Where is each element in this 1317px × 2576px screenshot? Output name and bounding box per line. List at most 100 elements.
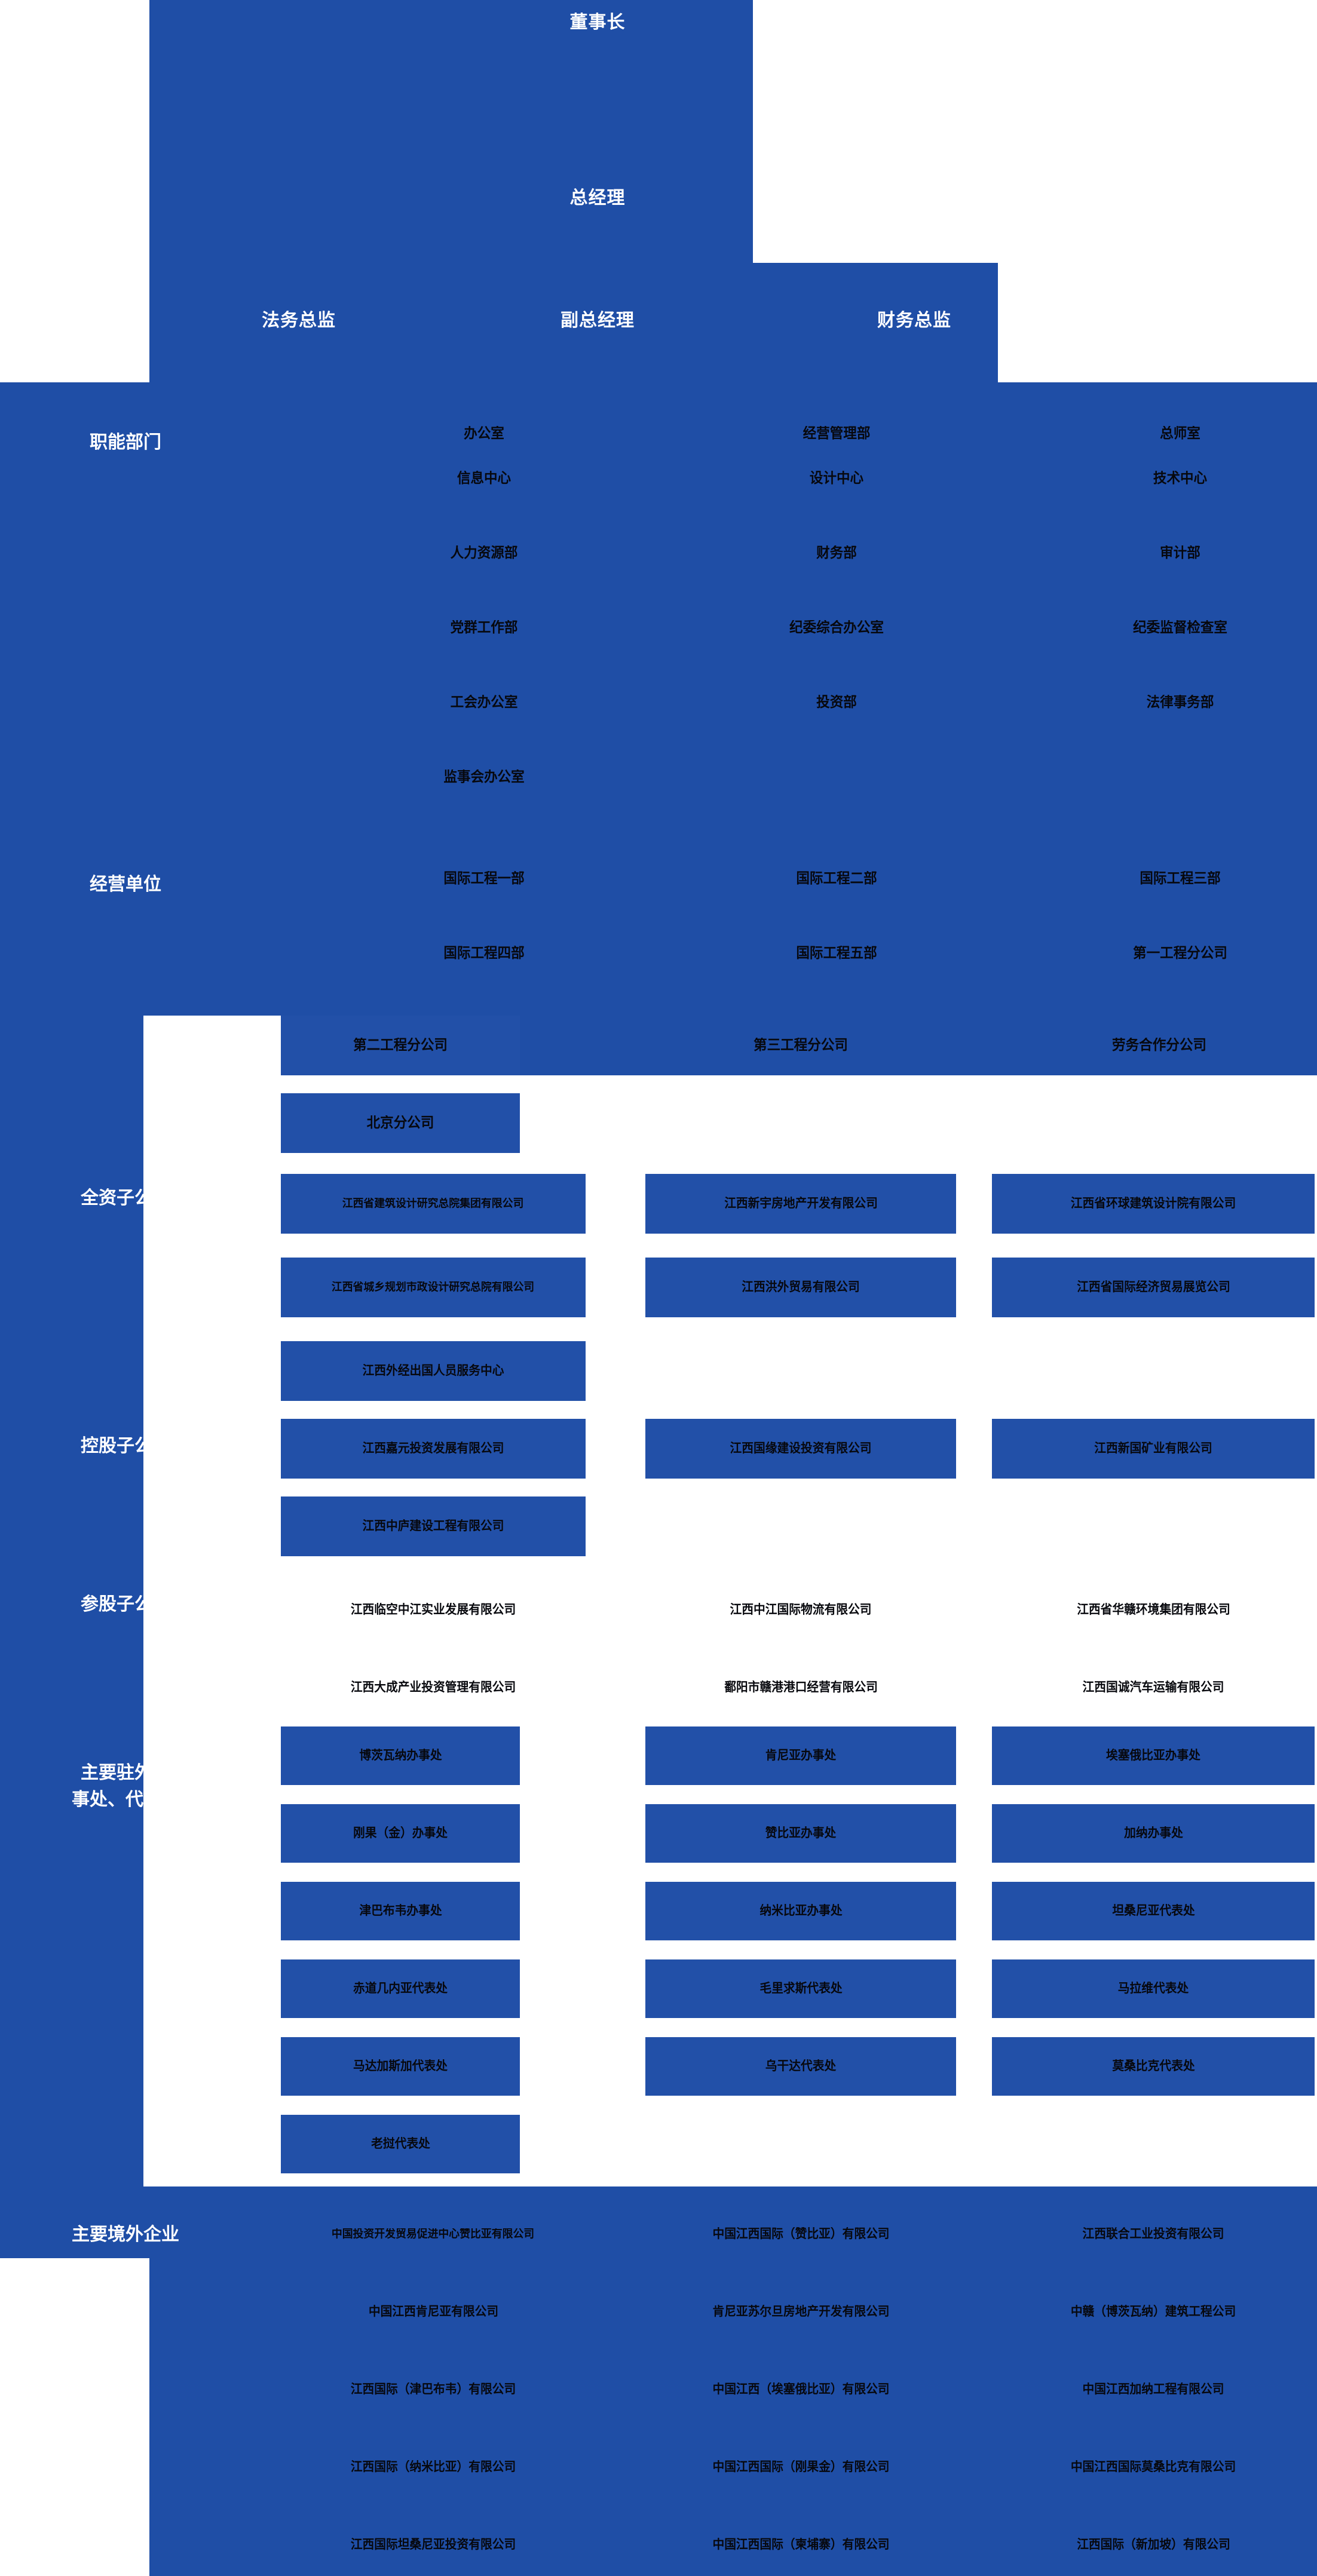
node-office-c3-r2[interactable]: 加纳办事处	[992, 1804, 1315, 1863]
node-wholly-c1-r2[interactable]: 江西省城乡规划市政设计研究总院有限公司	[281, 1258, 586, 1317]
node-label: 经营管理部	[803, 425, 871, 441]
node-functional-c2-r5[interactable]: 投资部	[705, 687, 968, 718]
node-equity-c2-r1[interactable]: 江西中江国际物流有限公司	[645, 1580, 956, 1640]
node-functional-c1-r1[interactable]: 办公室	[370, 418, 598, 449]
node-label: 莫桑比克代表处	[1111, 2059, 1195, 2074]
node-enterprise-c3-r3[interactable]: 中国江西加纳工程有限公司	[992, 2360, 1315, 2419]
node-label: 人力资源部	[450, 545, 518, 561]
node-business-c1-r1[interactable]: 国际工程一部	[370, 863, 598, 894]
node-label: 肯尼亚办事处	[765, 1749, 837, 1763]
row-label-overseas-offices-line1: 主要驻外办	[81, 1763, 170, 1783]
node-wholly-c1-r1[interactable]: 江西省建筑设计研究总院集团有限公司	[281, 1174, 586, 1234]
node-functional-c3-r2[interactable]: 技术中心	[1052, 463, 1309, 494]
node-functional-c3-r3[interactable]: 审计部	[1052, 538, 1309, 569]
node-enterprise-c2-r2[interactable]: 肯尼亚苏尔旦房地产开发有限公司	[645, 2282, 956, 2342]
node-label: 江西联合工业投资有限公司	[1082, 2227, 1224, 2241]
node-functional-c3-r1[interactable]: 总师室	[1052, 418, 1309, 449]
node-business-c2-r1[interactable]: 国际工程二部	[705, 863, 968, 894]
node-business-c3-r2[interactable]: 第一工程分公司	[1052, 938, 1309, 969]
node-functional-c3-r4[interactable]: 纪委监督检查室	[1052, 612, 1309, 643]
node-equity-c1-r1[interactable]: 江西临空中江实业发展有限公司	[281, 1580, 586, 1640]
node-enterprise-c1-r5[interactable]: 江西国际坦桑尼亚投资有限公司	[281, 2515, 586, 2575]
node-enterprise-c2-r5[interactable]: 中国江西国际（柬埔寨）有限公司	[645, 2515, 956, 2575]
node-wholly-c2-r2[interactable]: 江西洪外贸易有限公司	[645, 1258, 956, 1317]
node-label: 纳米比亚办事处	[759, 1904, 843, 1918]
row-label-equity-text: 参股子公司	[81, 1594, 170, 1614]
node-enterprise-c2-r1[interactable]: 中国江西国际（赞比亚）有限公司	[645, 2204, 956, 2264]
node-functional-c1-r5[interactable]: 工会办公室	[370, 687, 598, 718]
node-equity-c1-r2[interactable]: 江西大成产业投资管理有限公司	[281, 1658, 586, 1718]
node-functional-c1-r4[interactable]: 党群工作部	[370, 612, 598, 643]
node-functional-c1-r6[interactable]: 监事会办公室	[370, 762, 598, 793]
node-enterprise-c3-r2[interactable]: 中赣（博茨瓦纳）建筑工程公司	[992, 2282, 1315, 2342]
node-holding-c3-r1[interactable]: 江西新国矿业有限公司	[992, 1419, 1315, 1479]
node-office-c1-r3[interactable]: 津巴布韦办事处	[281, 1882, 520, 1940]
node-enterprise-c2-r3[interactable]: 中国江西（埃塞俄比亚）有限公司	[645, 2360, 956, 2419]
node-business-sub-r1-c3[interactable]: 劳务合作分公司	[1028, 1016, 1291, 1075]
node-office-c2-r4[interactable]: 毛里求斯代表处	[645, 1959, 956, 2018]
row-label-overseas-enterprises-text: 主要境外企业	[72, 2224, 179, 2244]
node-enterprise-c3-r4[interactable]: 中国江西国际莫桑比克有限公司	[992, 2437, 1315, 2497]
node-functional-c3-r5[interactable]: 法律事务部	[1052, 687, 1309, 718]
exec-general-manager: 总经理	[520, 179, 675, 213]
node-equity-c3-r2[interactable]: 江西国诚汽车运输有限公司	[992, 1658, 1315, 1718]
node-wholly-c3-r1[interactable]: 江西省环球建筑设计院有限公司	[992, 1174, 1315, 1234]
node-label: 中国江西国际（赞比亚）有限公司	[712, 2227, 890, 2241]
node-holding-c2-r1[interactable]: 江西国缘建设投资有限公司	[645, 1419, 956, 1479]
node-label: 国际工程四部	[443, 945, 525, 961]
node-equity-c2-r2[interactable]: 鄱阳市赣港港口经营有限公司	[645, 1658, 956, 1718]
node-office-c1-r2[interactable]: 刚果（金）办事处	[281, 1804, 520, 1863]
node-holding-c1-r2[interactable]: 江西中庐建设工程有限公司	[281, 1496, 586, 1556]
node-label: 总师室	[1160, 425, 1200, 441]
node-label: 肯尼亚苏尔旦房地产开发有限公司	[712, 2305, 890, 2319]
node-business-c1-r2[interactable]: 国际工程四部	[370, 938, 598, 969]
row-label-holding: 控股子公司	[36, 1428, 215, 1464]
node-office-c3-r3[interactable]: 坦桑尼亚代表处	[992, 1882, 1315, 1940]
node-label: 博茨瓦纳办事处	[359, 1749, 442, 1763]
node-label: 鄱阳市赣港港口经营有限公司	[724, 1680, 878, 1695]
node-office-c2-r1[interactable]: 肯尼亚办事处	[645, 1726, 956, 1785]
node-functional-c2-r2[interactable]: 设计中心	[705, 463, 968, 494]
node-wholly-c2-r1[interactable]: 江西新宇房地产开发有限公司	[645, 1174, 956, 1234]
node-office-c3-r1[interactable]: 埃塞俄比亚办事处	[992, 1726, 1315, 1785]
node-label: 国际工程一部	[443, 870, 525, 887]
node-label: 第三工程分公司	[754, 1037, 848, 1053]
node-business-sub-r2-c1[interactable]: 北京分公司	[281, 1093, 520, 1153]
node-office-c1-r6[interactable]: 老挝代表处	[281, 2115, 520, 2173]
node-enterprise-c1-r4[interactable]: 江西国际（纳米比亚）有限公司	[281, 2437, 586, 2497]
node-office-c2-r5[interactable]: 乌干达代表处	[645, 2037, 956, 2096]
node-enterprise-c2-r4[interactable]: 中国江西国际（刚果金）有限公司	[645, 2437, 956, 2497]
node-label: 毛里求斯代表处	[759, 1982, 843, 1996]
node-functional-c2-r1[interactable]: 经营管理部	[705, 418, 968, 449]
row-label-overseas-enterprises: 主要境外企业	[24, 2216, 227, 2252]
node-office-c1-r5[interactable]: 马达加斯加代表处	[281, 2037, 520, 2096]
node-wholly-c1-r3[interactable]: 江西外经出国人员服务中心	[281, 1341, 586, 1401]
node-equity-c3-r1[interactable]: 江西省华赣环境集团有限公司	[992, 1580, 1315, 1640]
node-holding-c1-r1[interactable]: 江西嘉元投资发展有限公司	[281, 1419, 586, 1479]
node-wholly-c3-r2[interactable]: 江西省国际经济贸易展览公司	[992, 1258, 1315, 1317]
node-enterprise-c1-r3[interactable]: 江西国际（津巴布韦）有限公司	[281, 2360, 586, 2419]
node-business-c3-r1[interactable]: 国际工程三部	[1052, 863, 1309, 894]
node-label: 中国江西肯尼亚有限公司	[368, 2305, 498, 2319]
node-enterprise-c3-r1[interactable]: 江西联合工业投资有限公司	[992, 2204, 1315, 2264]
node-office-c1-r1[interactable]: 博茨瓦纳办事处	[281, 1726, 520, 1785]
node-business-sub-r1-c1[interactable]: 第二工程分公司	[281, 1016, 520, 1075]
node-functional-c2-r3[interactable]: 财务部	[705, 538, 968, 569]
node-office-c1-r4[interactable]: 赤道几内亚代表处	[281, 1959, 520, 2018]
node-office-c2-r3[interactable]: 纳米比亚办事处	[645, 1882, 956, 1940]
node-business-sub-r1-c2[interactable]: 第三工程分公司	[669, 1016, 932, 1075]
node-enterprise-c1-r2[interactable]: 中国江西肯尼亚有限公司	[281, 2282, 586, 2342]
node-office-c3-r4[interactable]: 马拉维代表处	[992, 1959, 1315, 2018]
node-label: 法律事务部	[1146, 694, 1214, 710]
node-office-c3-r5[interactable]: 莫桑比克代表处	[992, 2037, 1315, 2096]
panel-bottom-body	[149, 2186, 1317, 2576]
node-functional-c2-r4[interactable]: 纪委综合办公室	[705, 612, 968, 643]
node-enterprise-c3-r5[interactable]: 江西国际（新加坡）有限公司	[992, 2515, 1315, 2575]
node-business-c2-r2[interactable]: 国际工程五部	[705, 938, 968, 969]
node-enterprise-c1-r1[interactable]: 中国投资开发贸易促进中心赞比亚有限公司	[281, 2204, 586, 2264]
node-office-c2-r2[interactable]: 赞比亚办事处	[645, 1804, 956, 1863]
row-label-wholly-owned-text: 全资子公司	[81, 1188, 170, 1208]
node-functional-c1-r2[interactable]: 信息中心	[370, 463, 598, 494]
node-label: 江西国际（纳米比亚）有限公司	[350, 2460, 516, 2474]
node-functional-c1-r3[interactable]: 人力资源部	[370, 538, 598, 569]
